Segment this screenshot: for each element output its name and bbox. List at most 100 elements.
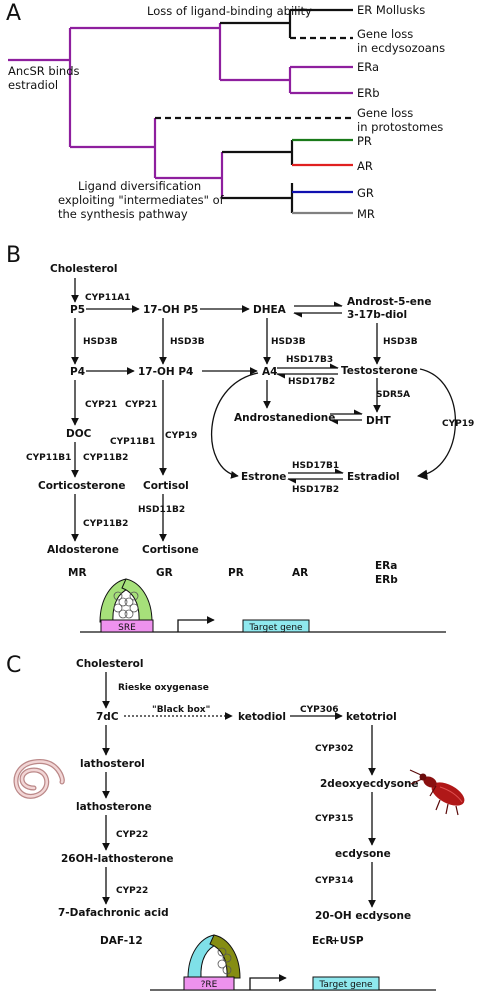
ancestor-label-1: AncSR binds [8,64,80,78]
enzyme-hsd3b-2: HSD3B [170,337,205,347]
pathway-b-arrows [71,278,457,542]
leaf-gr: GR [357,186,374,200]
node-20oh-ecdysone: 20-OH ecdysone [315,910,411,922]
enzyme-cyp302: CYP302 [315,744,354,754]
tree-protostome-branches [153,118,224,198]
diversification-label-2: exploiting "intermediates" of [58,193,225,207]
receptor-mr: MR [68,567,87,579]
enzyme-cyp11b1-2: CYP11B1 [110,437,155,447]
enzyme-cyp22-1: CYP22 [116,830,148,840]
enzyme-hsd3b-4: HSD3B [383,337,418,347]
node-aldosterone: Aldosterone [47,544,119,556]
tree-er-branches [220,65,353,95]
tree-er-mollusk-branch [220,8,353,38]
enzyme-hsd11b2: HSD11B2 [138,505,185,515]
leaf-pr: PR [357,134,372,148]
node-c-cholesterol: Cholesterol [76,658,144,670]
tree-ancestral-branches [8,23,222,149]
node-corticosterone: Corticosterone [38,480,126,492]
node-ketodiol: ketodiol [238,711,286,723]
loss-ligand-label: Loss of ligand-binding ability [147,4,312,18]
diversification-label-3: the synthesis pathway [58,207,188,221]
sre-label: SRE [118,623,136,633]
nematode-icon [13,759,65,799]
enzyme-black-box: "Black box" [152,705,210,715]
receptor-era: ERa [375,560,397,572]
enzyme-cyp11b1-1: CYP11B1 [26,453,71,463]
enzyme-hsd17b3: HSD17B3 [286,355,333,365]
node-estrone: Estrone [241,471,286,483]
leaf-gene-loss-ecdysozoans-1: Gene loss [357,27,413,41]
node-androstenediol-2: 3-17b-diol [347,309,407,321]
node-lathosterol: lathosterol [80,758,145,770]
enzyme-hsd3b-1: HSD3B [83,337,118,347]
target-gene-label-c: Target gene [318,980,373,990]
re-box [183,976,235,991]
receptor-erb: ERb [375,574,398,586]
node-ecdysone: ecdysone [335,848,391,860]
receptor-ecr: EcR [312,935,333,947]
leaf-gene-loss-protostomes-2: in protostomes [357,120,443,134]
transcription-arrow-c [249,974,287,990]
pathway-c-arrows [102,672,376,908]
node-dafachronic-acid: 7-Dafachronic acid [58,907,169,919]
node-p4: P4 [70,366,85,378]
target-gene-label-b: Target gene [248,623,303,633]
enzyme-hsd17b1: HSD17B1 [292,461,339,471]
node-lathosterone: lathosterone [76,801,152,813]
target-gene-box-c [312,976,380,991]
enzyme-cyp21-1: CYP21 [85,400,117,410]
target-gene-box-b [242,619,310,633]
leaf-erb: ERb [357,86,380,100]
node-androstanedione: Androstanedione [234,412,335,424]
node-estradiol: Estradiol [347,471,400,483]
node-17oh-p4: 17-OH P4 [138,366,193,378]
enzyme-cyp314: CYP314 [315,876,354,886]
ancestor-label-2: estradiol [8,78,58,92]
enzyme-cyp315: CYP315 [315,814,354,824]
enzyme-cyp19-2: CYP19 [442,419,474,429]
node-26oh-lathosterone: 26OH-lathosterone [61,853,173,865]
panel-a: A AncSR binds estradiol Loss of ligand-b… [6,1,445,221]
enzyme-cyp306: CYP306 [300,705,339,715]
enzyme-cyp11b2-1: CYP11B2 [83,453,128,463]
enzyme-cyp11b2-2: CYP11B2 [83,519,128,529]
panel-c-label: C [6,653,21,678]
receptor-pr: PR [228,567,244,579]
panel-b: B Cholesterol P5 17-OH P5 DHEA Androst-5… [6,243,474,633]
receptor-usp: +USP [331,935,364,947]
enzyme-hsd17b2-b: HSD17B2 [292,485,339,495]
receptor-dimer-b [99,578,153,623]
re-label: ?RE [201,980,218,990]
diversification-label-1: Ligand diversification [78,179,201,193]
panel-c: C Cholesterol 7dC lathosterol lathostero… [6,653,465,991]
enzyme-rieske: Rieske oxygenase [118,683,209,693]
transcription-arrow-b [177,616,215,632]
node-dhea: DHEA [253,304,287,316]
panel-a-label: A [6,1,21,26]
node-17oh-p5: 17-OH P5 [143,304,198,316]
node-a4: A4 [262,366,277,378]
leaf-gene-loss-protostomes-1: Gene loss [357,106,413,120]
receptor-dimer-c [187,934,241,979]
sre-box [100,619,154,633]
node-cortisone: Cortisone [142,544,199,556]
node-p5: P5 [70,304,85,316]
ligand-icon [113,591,139,619]
node-dht: DHT [366,415,392,427]
leaf-er-mollusks: ER Mollusks [357,3,425,17]
node-2deoxyecdysone: 2deoxyecdysone [320,778,419,790]
enzyme-cyp19-1: CYP19 [165,431,197,441]
node-ketotriol: ketotriol [346,711,397,723]
enzyme-cyp11a1: CYP11A1 [85,293,130,303]
node-cortisol: Cortisol [143,480,189,492]
leaf-gene-loss-ecdysozoans-2: in ecdysozoans [357,41,445,55]
receptor-gr: GR [156,567,173,579]
node-androstenediol-1: Androst-5-ene [347,296,432,308]
node-doc: DOC [66,428,92,440]
panel-b-label: B [6,243,21,268]
enzyme-hsd17b2-a: HSD17B2 [288,377,335,387]
node-testosterone: Testosterone [341,365,418,377]
enzyme-cyp22-2: CYP22 [116,886,148,896]
